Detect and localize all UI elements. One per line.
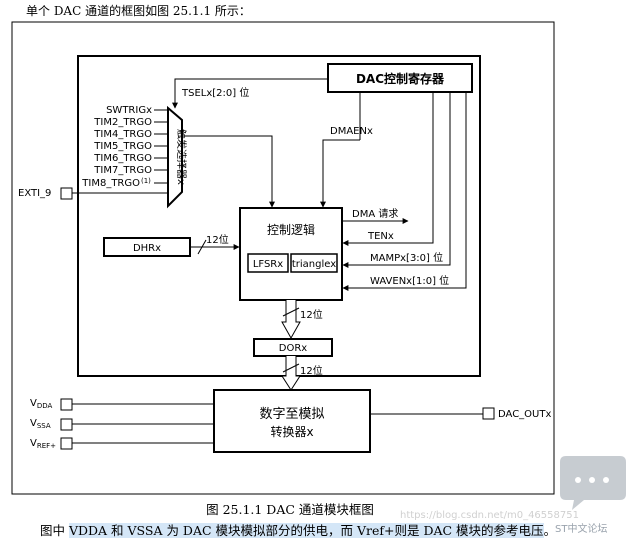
trigger-input-tim4: TIM4_TRGO <box>93 129 152 140</box>
tsel-label: TSELx[2:0] 位 <box>181 86 249 99</box>
ten-line <box>342 92 434 246</box>
dhr-bus-slash <box>197 239 207 255</box>
exti-pin <box>60 187 73 200</box>
dac-converter-label-2: 转换器x <box>270 424 313 439</box>
note-highlight: VDDA 和 VSSA 为 DAC 模块模拟部分的供电，而 Vref+则是 DA… <box>68 523 544 538</box>
forum-logo-icon <box>560 456 626 510</box>
trigger-input-swtrig: SWTRIGx <box>106 105 152 116</box>
logic-to-dor-bus <box>281 300 301 340</box>
bus-12bit-label-2: 12位 <box>300 308 323 321</box>
trigger-input-tim6: TIM6_TRGO <box>93 153 152 164</box>
triangle-box <box>290 253 338 273</box>
watermark-url: https://blog.csdn.net/m0_46558751 <box>400 510 579 521</box>
trigger-input-tim8: TIM8_TRGO <box>81 178 140 189</box>
trigger-to-logic <box>182 135 275 208</box>
figure-caption: 图 25.1.1 DAC 通道模块框图 <box>206 502 374 517</box>
exti-label: EXTI_9 <box>18 188 51 199</box>
dac-out-pin <box>482 407 495 420</box>
trigger-selector <box>167 105 183 209</box>
triangle-label: trianglex <box>292 259 336 270</box>
bus-12bit-label-3: 12位 <box>300 364 323 377</box>
dac-converter-label-1: 数字至模拟 <box>259 407 324 422</box>
dmaen-to-logic <box>320 139 360 208</box>
note-text-start: 图中 <box>40 523 69 538</box>
ten-label: TENx <box>367 231 394 242</box>
intro-text: 单个 DAC 通道的框图如图 25.1.1 所示： <box>26 4 251 18</box>
trigger-inputs: SWTRIGx TIM2_TRGO TIM4_TRGO TIM5_TRGO TI… <box>81 105 168 189</box>
outer-frame <box>11 21 555 495</box>
dhr-label: DHRx <box>133 243 161 254</box>
trigger-input-tim5: TIM5_TRGO <box>93 141 152 152</box>
lfsr-label: LFSRx <box>253 259 283 270</box>
logic-to-dor-slash <box>282 307 300 317</box>
dmaen-label: DMAENx <box>330 126 373 137</box>
trigger-input-tim7: TIM7_TRGO <box>93 165 152 176</box>
waven-label: WAVENx[1:0] 位 <box>370 274 449 287</box>
vref-label: VREF+ <box>30 438 56 450</box>
dac-out-label: DAC_OUTx <box>498 409 551 420</box>
vdda-pin <box>60 398 73 411</box>
control-logic-label: 控制逻辑 <box>267 223 315 237</box>
mamp-line <box>342 92 451 268</box>
vssa-label: VSSA <box>30 418 51 430</box>
dac-control-register-box <box>327 63 473 93</box>
tsel-line <box>172 78 328 109</box>
bus-12bit-label-1: 12位 <box>206 233 229 246</box>
tim8-superscript: (1) <box>141 177 151 185</box>
dac-converter-box <box>213 389 371 453</box>
waven-line <box>342 92 467 291</box>
dac-control-register-label: DAC控制寄存器 <box>356 71 445 86</box>
vdda-label: VDDA <box>30 398 53 410</box>
vref-pin <box>60 437 73 450</box>
trigger-selector-label: 触发选择器x <box>175 129 188 185</box>
note-text-end: 。 <box>543 523 557 538</box>
dor-to-dac-slash <box>282 363 300 373</box>
watermark-site: ST中文论坛 <box>555 524 608 535</box>
dma-request-label: DMA 请求 <box>352 207 398 220</box>
mamp-label: MAMPx[3:0] 位 <box>370 251 443 264</box>
note-paragraph: 图中 VDDA 和 VSSA 为 DAC 模块模拟部分的供电，而 Vref+则是… <box>40 520 556 539</box>
dor-label: DORx <box>279 343 308 354</box>
vssa-pin <box>60 418 73 431</box>
trigger-input-tim2: TIM2_TRGO <box>93 117 152 128</box>
dor-to-dac-bus <box>281 356 301 391</box>
inner-frame <box>77 55 481 377</box>
lfsr-box <box>247 253 289 273</box>
